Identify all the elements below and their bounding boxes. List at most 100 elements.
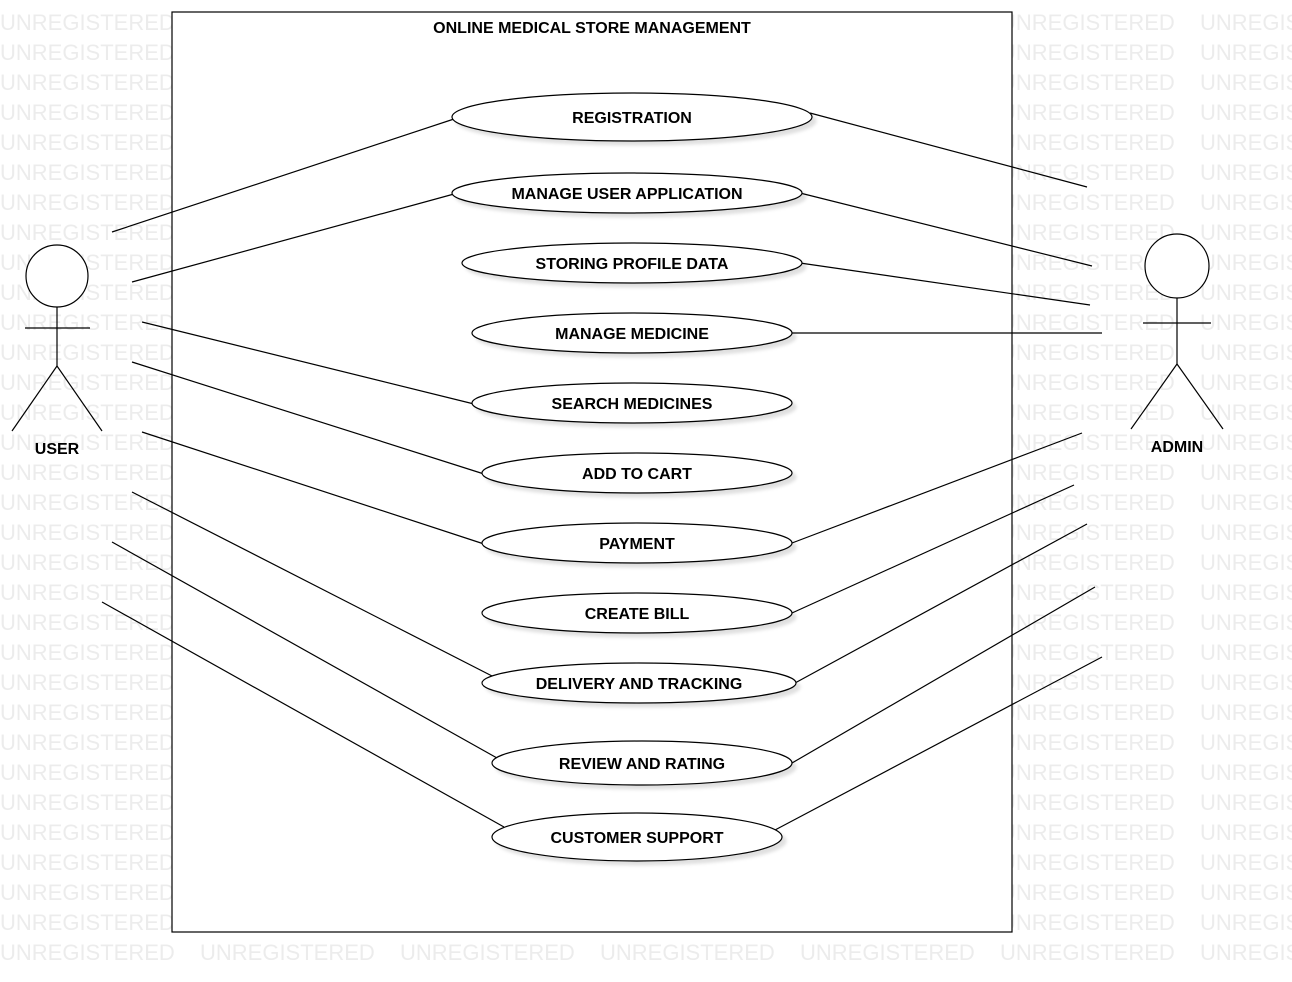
watermark-text: UNREGISTERED — [1000, 160, 1175, 185]
association-user-delivery-and-tracking — [131, 491, 495, 678]
use-case-ellipse — [481, 452, 793, 494]
watermark-text: UNREGISTERED — [1200, 550, 1292, 575]
watermark-text: UNREGISTERED — [1200, 880, 1292, 905]
watermark-text: UNREGISTERED — [1000, 10, 1175, 35]
use-case-ellipse — [491, 812, 783, 862]
use-case-manage-medicine: MANAGE MEDICINE — [471, 312, 793, 354]
watermark-text: UNREGISTERED — [1200, 730, 1292, 755]
watermark-text: UNREGISTERED — [1200, 460, 1292, 485]
watermark-text: UNREGISTERED — [1000, 220, 1175, 245]
watermark-text: UNREGISTERED — [800, 940, 975, 965]
use-case-label: CREATE BILL — [585, 606, 690, 623]
watermark-text: UNREGISTERED — [0, 220, 175, 245]
watermark-text: UNREGISTERED — [1000, 430, 1175, 455]
watermark-text: UNREGISTERED — [0, 490, 175, 515]
watermark-text: UNREGISTERED — [1200, 610, 1292, 635]
watermark-text: UNREGISTERED — [1000, 190, 1175, 215]
watermark-text: UNREGISTERED — [1200, 40, 1292, 65]
watermark-text: UNREGISTERED — [1000, 100, 1175, 125]
watermark-text: UNREGISTERED — [0, 370, 175, 395]
watermark-text: UNREGISTERED — [1200, 790, 1292, 815]
association-admin-create-bill — [791, 484, 1075, 614]
use-case-ellipse — [491, 740, 793, 786]
association-admin-customer-support — [774, 656, 1103, 831]
association-user-payment — [141, 431, 485, 545]
watermark-text: UNREGISTERED — [0, 520, 175, 545]
use-case-label: DELIVERY AND TRACKING — [536, 676, 743, 693]
use-case-label: PAYMENT — [599, 536, 675, 553]
use-case-create-bill: CREATE BILL — [481, 592, 793, 634]
use-case-label: MANAGE MEDICINE — [555, 326, 709, 343]
watermark-text: UNREGISTERED — [1200, 760, 1292, 785]
watermark-text: UNREGISTERED — [0, 310, 175, 335]
watermark-text: UNREGISTERED — [1200, 640, 1292, 665]
watermark-text: UNREGISTERED — [1200, 220, 1292, 245]
watermark-text: UNREGISTERED — [0, 460, 175, 485]
use-case-ellipse — [481, 592, 793, 634]
watermark-text: UNREGISTERED — [1200, 10, 1292, 35]
association-user-add-to-cart — [131, 361, 485, 475]
watermark-text: UNREGISTERED — [0, 340, 175, 365]
watermark-text: UNREGISTERED — [1000, 730, 1175, 755]
watermark-text: UNREGISTERED — [0, 70, 175, 95]
use-case-customer-support: CUSTOMER SUPPORT — [491, 812, 783, 862]
watermark-text: UNREGISTERED — [0, 910, 175, 935]
watermark-text: UNREGISTERED — [1000, 790, 1175, 815]
use-case-ellipse — [451, 92, 813, 142]
watermark-text: UNREGISTERED — [1000, 490, 1175, 515]
actor-admin-right-leg — [1176, 363, 1224, 430]
watermark-text: UNREGISTERED — [1000, 550, 1175, 575]
association-admin-delivery-and-tracking — [794, 523, 1088, 684]
watermark-text: UNREGISTERED — [1200, 520, 1292, 545]
watermark-text: UNREGISTERED — [0, 880, 175, 905]
watermark-text: UNREGISTERED — [0, 610, 175, 635]
watermark-text: UNREGISTERED — [1000, 850, 1175, 875]
association-user-review-and-rating — [111, 541, 498, 759]
watermark-text: UNREGISTERED — [0, 670, 175, 695]
association-user-customer-support — [101, 601, 505, 828]
watermark-text: UNREGISTERED — [1200, 70, 1292, 95]
watermark-text: UNREGISTERED — [0, 940, 175, 965]
watermark-text: UNREGISTERED — [1000, 610, 1175, 635]
watermark-text: UNREGISTERED — [1200, 670, 1292, 695]
watermark-text: UNREGISTERED — [0, 10, 175, 35]
watermark-text: UNREGISTERED — [0, 130, 175, 155]
use-case-ellipse — [471, 382, 793, 424]
watermark-text: UNREGISTERED — [1200, 400, 1292, 425]
watermark-text: UNREGISTERED — [0, 640, 175, 665]
actor-admin-label: ADMIN — [1151, 439, 1203, 456]
watermark-text: UNREGISTERED — [1000, 40, 1175, 65]
watermark-text: UNREGISTERED — [1000, 400, 1175, 425]
watermark-text: UNREGISTERED — [1000, 460, 1175, 485]
use-case-manage-user-application: MANAGE USER APPLICATION — [451, 172, 803, 214]
watermark-text: UNREGISTERED — [200, 940, 375, 965]
watermark-text: UNREGISTERED — [1000, 700, 1175, 725]
watermark-text: UNREGISTERED — [1000, 580, 1175, 605]
watermark-text: UNREGISTERED — [1000, 640, 1175, 665]
watermark-text: UNREGISTERED — [1000, 910, 1175, 935]
actor-admin-left-leg — [1130, 363, 1178, 430]
watermark-text: UNREGISTERED — [0, 190, 175, 215]
association-admin-manage-user-application — [799, 192, 1093, 267]
actor-admin: ADMIN — [1130, 233, 1224, 456]
watermark-text: UNREGISTERED — [1000, 370, 1175, 395]
use-case-review-and-rating: REVIEW AND RATING — [491, 740, 793, 786]
actor-user-right-leg — [56, 365, 103, 432]
watermark-text: UNREGISTERED — [0, 400, 175, 425]
actor-user: USER — [11, 244, 103, 458]
use-case-label: REGISTRATION — [572, 110, 692, 127]
actor-user-label: USER — [35, 441, 80, 458]
watermark-text: UNREGISTERED — [1000, 760, 1175, 785]
use-case-ellipse — [481, 662, 797, 704]
watermark-text: UNREGISTERED — [1000, 670, 1175, 695]
use-case-label: STORING PROFILE DATA — [536, 256, 729, 273]
watermark-text: UNREGISTERED — [1200, 910, 1292, 935]
watermark-text: UNREGISTERED — [0, 40, 175, 65]
watermark-text: UNREGISTERED — [1000, 820, 1175, 845]
watermark-text: UNREGISTERED — [1200, 130, 1292, 155]
watermark-text: UNREGISTERED — [1200, 370, 1292, 395]
watermark-text: UNREGISTERED — [0, 790, 175, 815]
actor-admin-head — [1144, 233, 1210, 299]
association-admin-registration — [809, 112, 1088, 188]
